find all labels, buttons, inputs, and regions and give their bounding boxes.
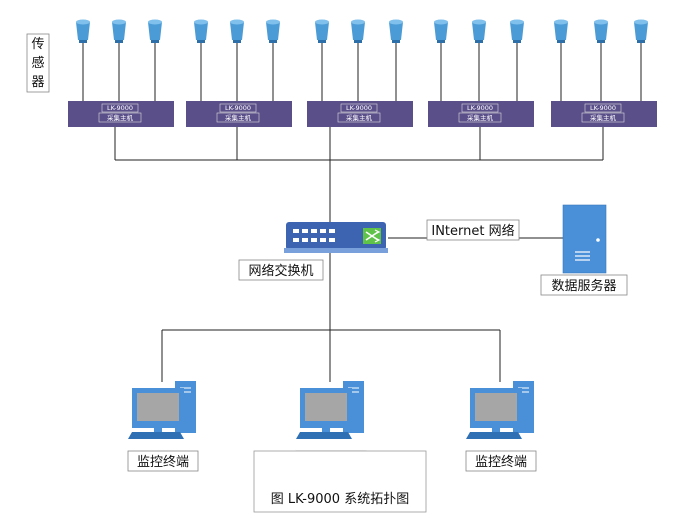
server-label: 数据服务器	[551, 278, 616, 294]
server-label-box: 数据服务器	[540, 274, 628, 296]
collector-group: LK-9000采集主机LK-9000采集主机LK-9000采集主机LK-9000…	[68, 101, 657, 127]
sensor-icon	[594, 19, 608, 102]
terminal-label-box	[465, 450, 537, 472]
computer-icon	[296, 381, 364, 439]
sensor-label-char-3: 器	[31, 75, 44, 90]
sensor-icon	[510, 19, 524, 102]
computer-icon	[466, 381, 534, 439]
sensor-icon	[148, 19, 162, 102]
terminal-label: 监控终端	[475, 454, 527, 470]
sensor-icon	[434, 19, 448, 102]
terminal-group: 监控终端监控终端监控终端	[127, 381, 537, 472]
caption-box: 图 LK-9000 系统拓扑图	[253, 450, 427, 513]
sensor-icon	[315, 19, 329, 102]
terminal-label-box	[127, 450, 199, 472]
sensor-icon	[230, 19, 244, 102]
sensor-icon	[112, 19, 126, 102]
collector-name-label: 采集主机	[346, 113, 373, 122]
sensor-label-box: 传 感 器	[26, 33, 50, 93]
switch-arrows-icon	[363, 228, 381, 244]
internet-link: INternet 网络	[388, 219, 563, 241]
switch-port-icons	[293, 229, 335, 242]
collector-name-label: 采集主机	[467, 113, 494, 122]
sensor-group	[76, 19, 648, 102]
sensor-icon	[76, 19, 90, 102]
collector-name-label: 采集主机	[107, 113, 134, 122]
computer-icon	[128, 381, 196, 439]
collector-model-label: LK-9000	[346, 104, 372, 112]
collector-model-label: LK-9000	[590, 104, 616, 112]
sensor-icon	[351, 19, 365, 102]
sensor-icon	[389, 19, 403, 102]
switch-label-box: 网络交换机	[238, 259, 324, 281]
collector-name-label: 采集主机	[590, 113, 617, 122]
sensor-label-char-1: 传	[31, 37, 44, 52]
sensor-label-char-2: 感	[31, 55, 44, 71]
caption: 图 LK-9000 系统拓扑图	[271, 492, 409, 507]
network-switch	[284, 222, 388, 253]
internet-label: INternet 网络	[431, 223, 514, 239]
data-server	[562, 204, 607, 274]
collector-model-label: LK-9000	[467, 104, 493, 112]
sensor-icon	[472, 19, 486, 102]
switch-label: 网络交换机	[248, 263, 313, 279]
monitor-terminal: 监控终端	[127, 381, 199, 472]
monitor-terminal: 监控终端	[465, 381, 537, 472]
collector-name-label: 采集主机	[225, 113, 252, 122]
sensor-icon	[554, 19, 568, 102]
terminal-bus	[161, 253, 501, 382]
sensor-icon	[266, 19, 280, 102]
sensor-icon	[194, 19, 208, 102]
collector-model-label: LK-9000	[107, 104, 133, 112]
collector-model-label: LK-9000	[225, 104, 251, 112]
sensor-icon	[634, 19, 648, 102]
collector-bus	[114, 127, 604, 222]
terminal-label: 监控终端	[137, 454, 189, 470]
